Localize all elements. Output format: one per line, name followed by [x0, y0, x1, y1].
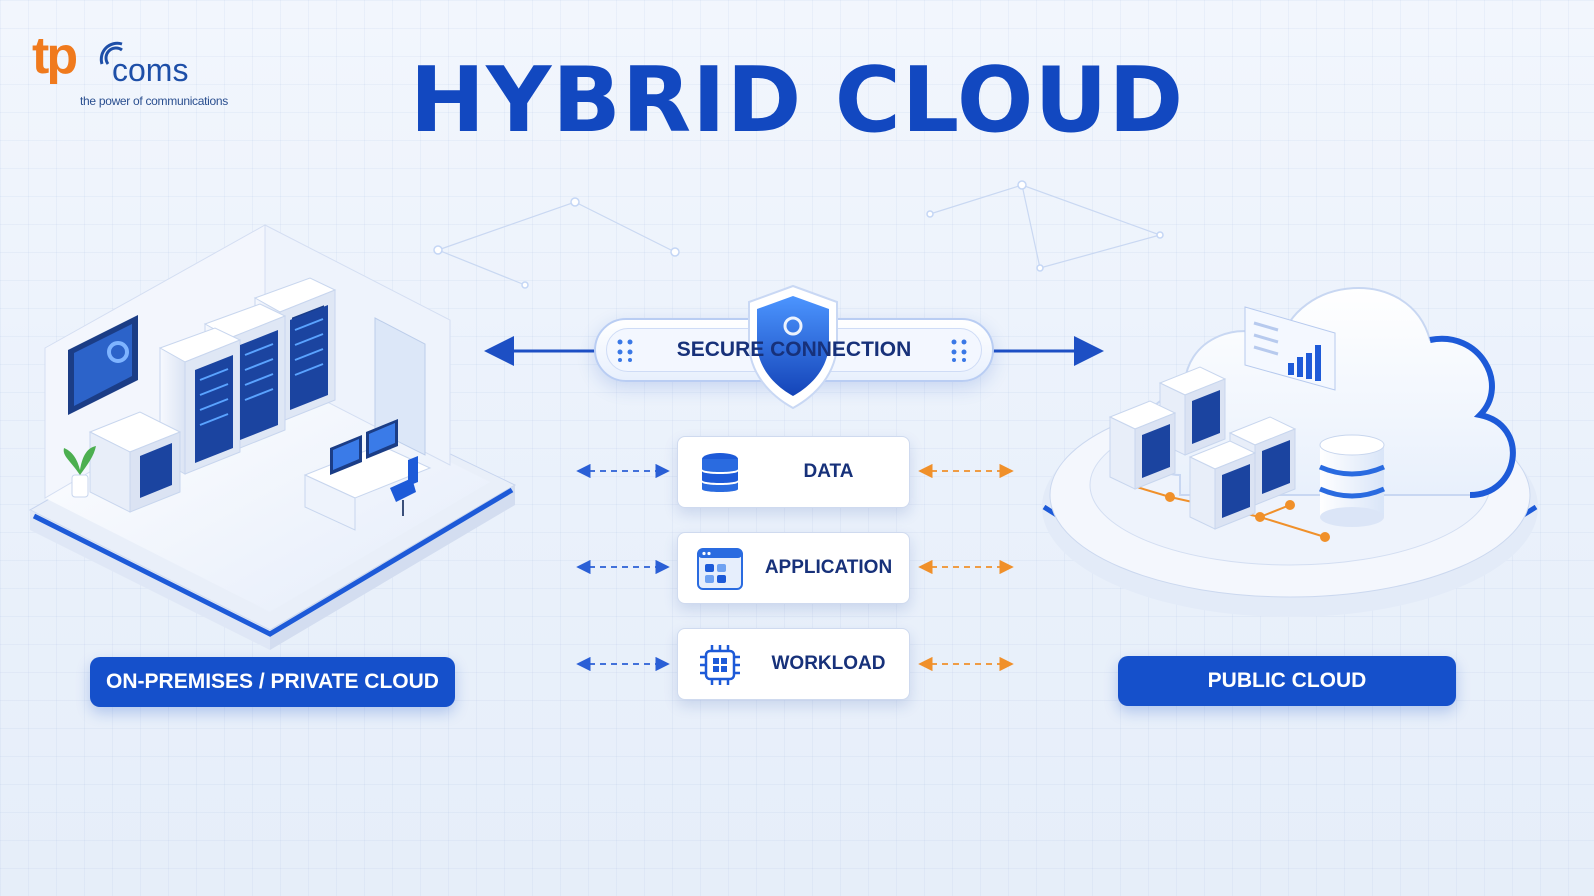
cpu-chip-icon [700, 645, 740, 685]
public-cloud-label: PUBLIC CLOUD [1118, 656, 1456, 706]
public-cloud-illustration [1042, 286, 1538, 617]
signal-arc-icon [99, 41, 123, 65]
flow-label: DATA [803, 461, 854, 482]
dots-grid-icon [951, 339, 967, 362]
page-title: HYBRID CLOUD [409, 48, 1185, 153]
shield-lock-icon [748, 284, 838, 410]
flow-card-data: DATA [677, 436, 910, 508]
dots-grid-icon [617, 339, 633, 362]
logo-wordmark: coms [112, 52, 189, 88]
flow-card-application: APPLICATION [677, 532, 910, 604]
flow-card-workload: WORKLOAD [677, 628, 910, 700]
on-premises-label: ON-PREMISES / PRIVATE CLOUD [90, 657, 455, 707]
application-window-icon [697, 548, 743, 590]
tpcoms-logo: tp coms the power of communications [32, 27, 232, 112]
database-icon [702, 453, 738, 492]
logo-mark: tp [32, 27, 78, 85]
on-premises-datacenter-illustration [28, 224, 517, 650]
flow-label: APPLICATION [764, 557, 893, 578]
flow-label: WORKLOAD [771, 653, 886, 674]
logo-tagline: the power of communications [80, 94, 228, 108]
secure-connection-label: SECURE CONNECTION [676, 338, 912, 361]
